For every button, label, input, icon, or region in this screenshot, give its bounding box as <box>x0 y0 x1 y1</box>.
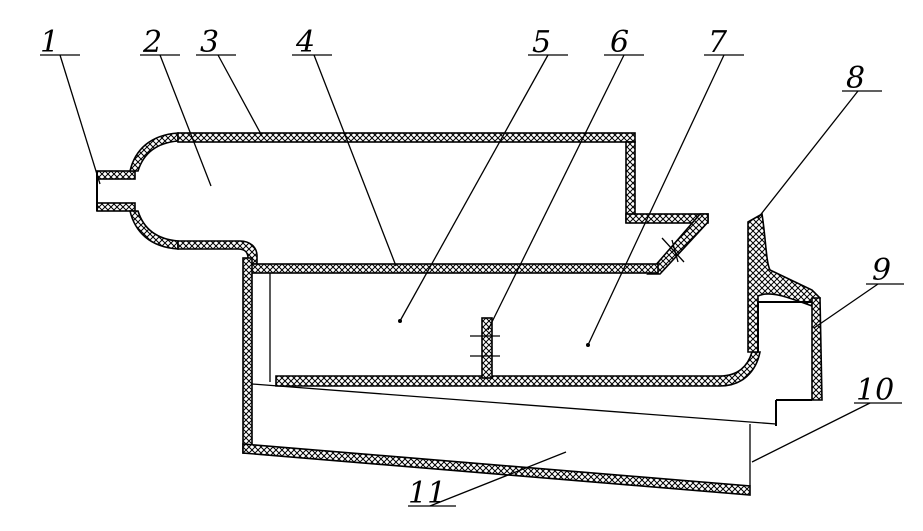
label-8: 8 <box>846 61 865 96</box>
right-cover <box>811 297 823 401</box>
label-3: 3 <box>200 25 219 60</box>
left-outer-wall <box>242 257 253 454</box>
baffle <box>470 317 500 379</box>
upper-chamber-shell <box>128 132 709 275</box>
label-9: 9 <box>872 253 891 288</box>
leader-lines <box>40 54 904 507</box>
label-6: 6 <box>610 25 629 60</box>
label-7: 7 <box>708 25 728 60</box>
cross-mark <box>661 237 685 263</box>
bottom-casing <box>242 443 751 496</box>
separator-line <box>251 383 777 425</box>
label-2: 2 <box>142 25 162 60</box>
inner-divider <box>247 263 659 274</box>
label-10: 10 <box>856 373 894 408</box>
inlet-pipe <box>96 170 136 212</box>
label-11: 11 <box>408 476 446 511</box>
label-4: 4 <box>295 25 315 60</box>
label-1: 1 <box>40 25 59 60</box>
label-5: 5 <box>532 25 551 60</box>
tray-floor <box>275 351 761 387</box>
